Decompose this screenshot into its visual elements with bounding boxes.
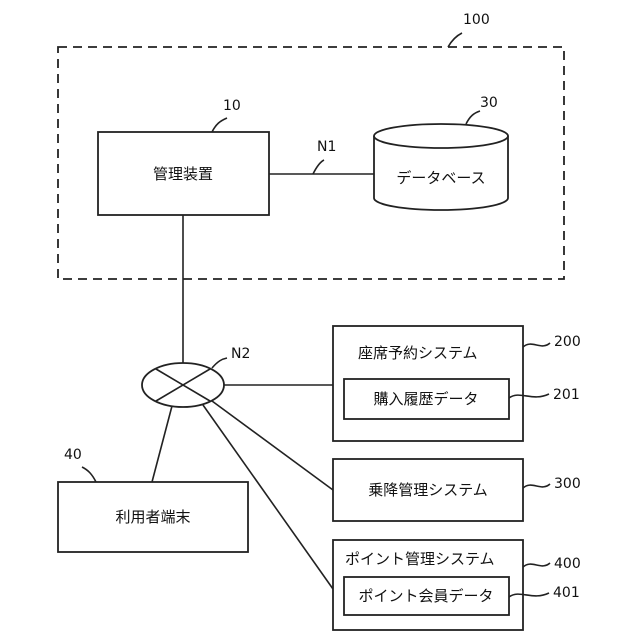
purchase-history-label: 購入履歴データ [373, 390, 478, 408]
leader-200 [523, 343, 550, 347]
leader-30 [466, 111, 480, 124]
leader-n2 [212, 358, 227, 368]
point-member-data-label: ポイント会員データ [358, 587, 493, 605]
database-label: データベース [396, 169, 485, 187]
ref-300: 300 [554, 476, 581, 492]
boarding-management-label: 乗降管理システム [368, 481, 488, 499]
link-n2-boarding [212, 401, 333, 490]
network-n1-label: N1 [317, 139, 336, 155]
leader-40 [82, 467, 96, 482]
leader-10 [212, 118, 227, 132]
ref-201: 201 [553, 387, 580, 403]
leader-400 [523, 563, 550, 567]
leader-n1 [313, 160, 324, 174]
ref-10: 10 [223, 98, 241, 114]
leader-300 [523, 484, 550, 488]
ref-400: 400 [554, 556, 581, 572]
network-n2-label: N2 [231, 346, 250, 362]
leader-100 [448, 33, 462, 47]
point-management-label: ポイント管理システム [345, 550, 495, 568]
ref-40: 40 [64, 447, 82, 463]
ref-100: 100 [463, 12, 490, 28]
ref-30: 30 [480, 95, 498, 111]
seat-reservation-label: 座席予約システム [358, 344, 478, 362]
database-cylinder [374, 124, 508, 210]
ref-200: 200 [554, 334, 581, 350]
network-n2-hub [142, 363, 224, 407]
ref-401: 401 [553, 585, 580, 601]
user-terminal-label: 利用者端末 [115, 508, 190, 526]
link-n2-terminal [152, 406, 172, 482]
management-device-label: 管理装置 [153, 165, 213, 183]
